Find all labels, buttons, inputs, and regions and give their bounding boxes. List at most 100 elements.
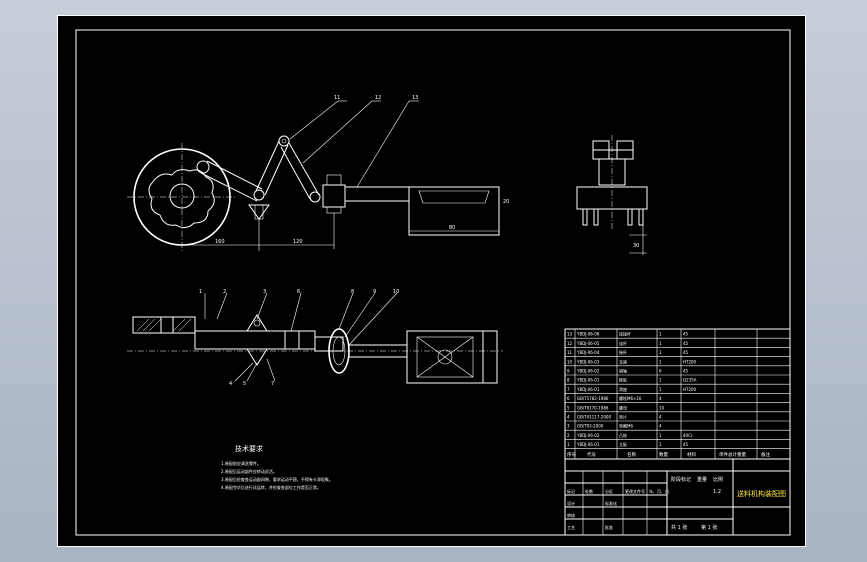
bom-header: 序号	[567, 451, 576, 458]
bom-no: 3	[567, 424, 570, 429]
bom-no: 4	[567, 415, 570, 420]
bom-qty: 1	[659, 350, 662, 355]
bom-no: 9	[567, 369, 570, 374]
bom-code: GB/T41117-2000	[577, 415, 611, 420]
bom-qty: 1	[659, 332, 662, 337]
tb-design: 设计	[567, 500, 575, 506]
bom-no: 12	[567, 341, 573, 346]
balloon-5: 5	[243, 381, 246, 387]
tb-date: 年、月、日	[649, 488, 669, 494]
bom-mat: 45	[683, 350, 689, 355]
bom-code: YBDJ-06-01	[576, 387, 600, 392]
balloon-4: 4	[229, 381, 232, 387]
bom-header: 材料	[687, 451, 696, 458]
tb-stage: 阶段标记	[671, 476, 691, 483]
balloon-11: 11	[334, 95, 340, 101]
bom-mat: 45	[683, 332, 689, 337]
balloon-2: 2	[223, 289, 226, 295]
bom-qty: 4	[659, 424, 662, 429]
bom-mat: 45	[683, 369, 689, 374]
bom-code: GB/T93-2000	[577, 424, 604, 429]
tb-sheet2: 第 1 张	[701, 524, 717, 531]
bom-code: YBDJ-06-01	[576, 442, 600, 447]
bom-header: 名称	[627, 451, 636, 458]
dim-right: 80	[449, 225, 455, 231]
bom-qty: 10	[659, 405, 665, 410]
bom-no: 2	[567, 433, 570, 438]
drawing-canvas[interactable]: 160 120 80 20 11 12 13 30	[57, 15, 806, 547]
tb-zone: 分区	[605, 488, 613, 494]
bom-no: 13	[567, 332, 573, 337]
balloon-9: 9	[373, 289, 376, 295]
bom-name: 立板	[619, 441, 627, 447]
cad-viewport[interactable]: 160 120 80 20 11 12 13 30	[57, 15, 806, 547]
bom-code: YBDJ-06-02	[576, 369, 600, 374]
top-view: 1 2 3 6 8 9 10 4 5 7	[127, 289, 503, 387]
dim-small: 20	[503, 199, 509, 205]
dim-mid: 120	[293, 239, 303, 245]
bom-name: 支座	[619, 358, 627, 364]
bom-code: YBDJ-06-05	[576, 341, 600, 346]
tech-item-4: 4.装配完毕后进行试运转，并检查各部位工作是否正常。	[221, 484, 321, 490]
tb-approve: 批准	[605, 524, 613, 530]
bom-name: 滑座	[619, 386, 627, 392]
tb-docno: 更改文件号	[625, 488, 645, 494]
bom-name: 连杆	[619, 340, 627, 346]
bom-qty: 6	[659, 369, 662, 374]
cam-profile	[148, 169, 215, 229]
bom-name: 凸轮	[619, 432, 627, 438]
sheet-inner-frame	[75, 29, 791, 536]
bom-mat: 45	[683, 442, 689, 447]
tb-sheet: 共 1 张	[671, 524, 687, 531]
bom-code: YBDJ-06-06	[576, 332, 600, 337]
bom-row: 1 YBDJ-06-01 立板 1 45	[565, 441, 790, 449]
dim-left: 160	[215, 239, 225, 245]
bom-code: YBDJ-06-04	[576, 350, 600, 355]
bom-qty: 1	[659, 442, 662, 447]
bom-header: 数量	[659, 451, 668, 458]
bom-name: 垫圈M6	[619, 423, 633, 429]
tech-item-3: 3.装配后检查各运动副间隙，要求运动平稳，不得有卡滞现象。	[221, 476, 333, 482]
bom-code: YBDJ-06-01	[576, 378, 600, 383]
bom-mat: HT200	[683, 359, 697, 364]
bom-name: 垫片	[619, 414, 627, 420]
bom-code: YBDJ-06-03	[576, 359, 600, 364]
bom-mat: HT200	[683, 387, 697, 392]
bom-no: 10	[567, 359, 573, 364]
bom-name: 推板	[619, 377, 627, 383]
bom-name: 摇杆	[619, 349, 627, 355]
bom-mat: 40Cr	[683, 433, 693, 438]
bom-qty: 1	[659, 433, 662, 438]
bom-no: 8	[567, 378, 570, 383]
tb-process: 工艺	[567, 525, 575, 530]
balloon-13: 13	[412, 95, 418, 101]
bom-qty: 1	[659, 341, 662, 346]
top-plate	[132, 316, 196, 334]
tech-item-1: 1.装配前应清洗零件。	[221, 460, 261, 466]
feed-tray	[408, 186, 500, 236]
bom-no: 6	[567, 396, 570, 401]
bom-name: 螺母	[619, 404, 627, 410]
bom-no: 11	[567, 350, 573, 355]
tech-item-2: 2.装配后运动部件应转动灵活。	[221, 468, 277, 474]
side-view: 30	[576, 135, 648, 255]
tb-scale-val: 1:2	[713, 489, 721, 495]
bom-mat: 45	[683, 341, 689, 346]
bom-no: 7	[567, 387, 570, 392]
bom-code: GB/T6170-1986	[577, 405, 609, 410]
tb-scale: 比例	[713, 476, 723, 483]
tech-requirements: 技术要求 1.装配前应清洗零件。 2.装配后运动部件应转动灵活。 3.装配后检查…	[221, 444, 333, 490]
balloon-6: 6	[297, 289, 300, 295]
roller	[196, 160, 210, 174]
bom-no: 1	[567, 442, 570, 447]
bom-header: 备注	[761, 451, 770, 458]
